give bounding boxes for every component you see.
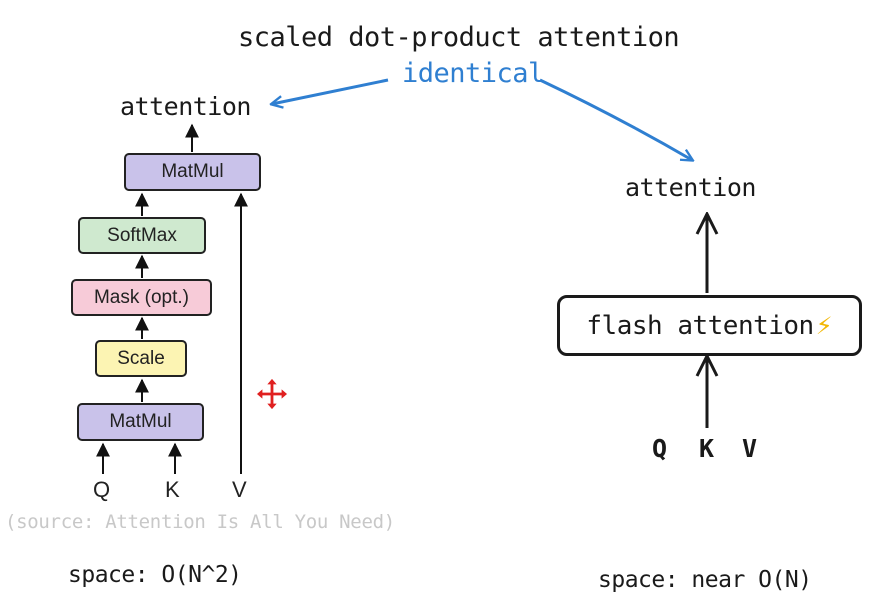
right-q-label: Q	[652, 434, 668, 463]
scale-block: Scale	[95, 340, 187, 377]
right-k-label: K	[699, 434, 715, 463]
left-k-label: K	[165, 477, 180, 502]
move-cursor-icon	[255, 377, 289, 411]
left-space-complexity: space: O(N^2)	[68, 562, 242, 588]
right-attention-label: attention	[625, 173, 756, 202]
softmax-block: SoftMax	[78, 217, 206, 254]
identical-label: identical	[402, 58, 544, 89]
right-space-complexity: space: near O(N)	[598, 567, 812, 593]
matmul-bottom-block: MatMul	[77, 403, 204, 441]
mask-block: Mask (opt.)	[71, 279, 212, 316]
diagram-title: scaled dot-product attention	[238, 22, 680, 53]
flash-attention-block: flash attention ⚡	[557, 295, 862, 356]
left-q-label: Q	[93, 477, 111, 502]
flash-attention-label: flash attention	[586, 310, 814, 341]
right-v-label: V	[742, 434, 758, 463]
lightning-icon: ⚡	[815, 311, 833, 340]
source-caption: (source: Attention Is All You Need)	[5, 511, 395, 533]
left-v-label: V	[232, 477, 247, 502]
identical-arrow-left	[272, 78, 389, 104]
left-attention-label: attention	[120, 92, 251, 121]
matmul-top-block: MatMul	[124, 153, 261, 191]
identical-arrow-right	[539, 78, 692, 160]
